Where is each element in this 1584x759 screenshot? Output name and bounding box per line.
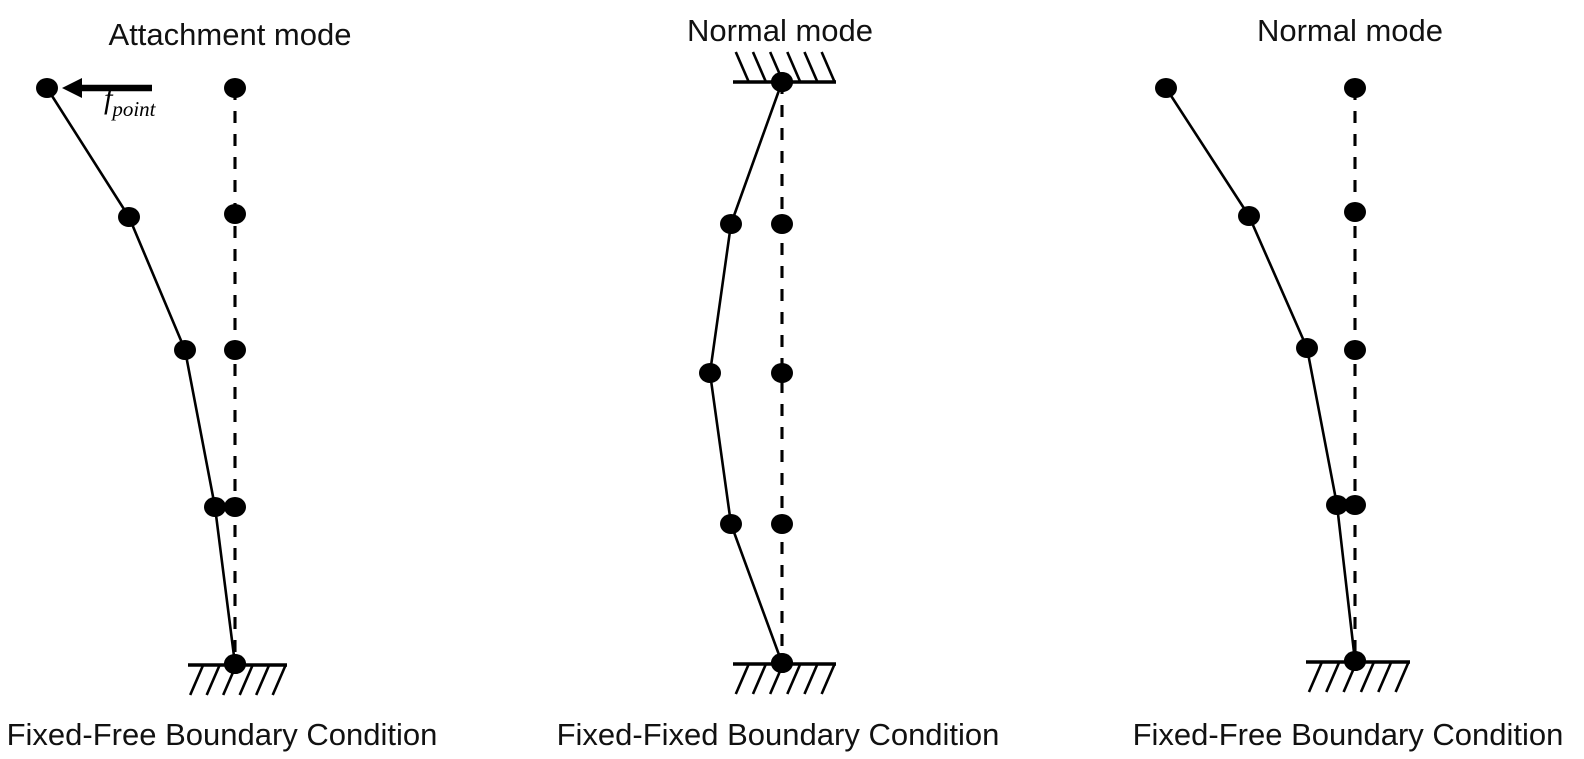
- support-hatch-line: [1377, 661, 1393, 693]
- reference-node-dot: [1344, 495, 1366, 515]
- support-hatch-line: [803, 51, 819, 83]
- support-hatch-line: [205, 664, 221, 696]
- deformed-node-dot: [1344, 651, 1366, 671]
- deformed-node-dot: [1238, 206, 1260, 226]
- support-hatch-line: [1307, 661, 1324, 693]
- deformed-node-dot: [771, 653, 793, 673]
- reference-node-dot: [1344, 78, 1366, 98]
- reference-node-dot: [771, 214, 793, 234]
- support-hatch-line: [820, 51, 836, 83]
- deformed-node-dot: [720, 214, 742, 234]
- reference-node-dot: [224, 497, 246, 517]
- support-hatch-line: [751, 51, 768, 83]
- force-point-label: fpoint: [104, 82, 157, 121]
- deformed-node-dot: [720, 514, 742, 534]
- panel-title: Normal mode: [687, 13, 873, 48]
- panel-caption: Fixed-Free Boundary Condition: [7, 717, 438, 752]
- support-hatch-line: [751, 663, 768, 695]
- reference-node-dot: [224, 204, 246, 224]
- support-hatch-line: [188, 664, 205, 696]
- deformed-node-dot: [174, 340, 196, 360]
- reference-node-dot: [771, 363, 793, 383]
- support-hatch-line: [786, 663, 802, 695]
- support-hatch-line: [734, 663, 750, 695]
- reference-node-dot: [771, 514, 793, 534]
- support-hatch-line: [1359, 661, 1376, 693]
- panel-caption: Fixed-Fixed Boundary Condition: [557, 717, 1000, 752]
- reference-node-dot: [1344, 202, 1366, 222]
- panel-caption: Fixed-Free Boundary Condition: [1133, 717, 1564, 752]
- reference-node-dot: [224, 340, 246, 360]
- deformed-node-dot: [1155, 78, 1177, 98]
- support-hatch-line: [238, 664, 254, 696]
- deformed-node-dot: [224, 654, 246, 674]
- deformed-node-dot: [1296, 338, 1318, 358]
- deformed-node-dot: [1326, 495, 1348, 515]
- support-hatch-line: [786, 51, 802, 83]
- deformed-node-dot: [118, 207, 140, 227]
- reference-node-dot: [1344, 340, 1366, 360]
- deformed-node-dot: [204, 497, 226, 517]
- panel-title: Attachment mode: [109, 17, 352, 52]
- reference-node-dot: [224, 78, 246, 98]
- support-hatch-line: [820, 663, 836, 695]
- force-annotation: fpoint: [62, 78, 157, 121]
- force-label-subscript: point: [110, 97, 156, 121]
- support-top: [733, 51, 836, 84]
- force-arrow-head: [62, 78, 82, 98]
- deformed-node-dot: [771, 72, 793, 92]
- support-hatch-line: [803, 663, 819, 695]
- deformed-node-dot: [699, 363, 721, 383]
- deformed-node-dot: [36, 78, 58, 98]
- support-hatch-line: [271, 664, 287, 696]
- support-hatch-line: [1325, 661, 1341, 693]
- support-hatch-line: [734, 51, 750, 83]
- support-hatch-line: [254, 664, 271, 696]
- support-hatch-line: [1394, 661, 1410, 693]
- panel-title: Normal mode: [1257, 13, 1443, 48]
